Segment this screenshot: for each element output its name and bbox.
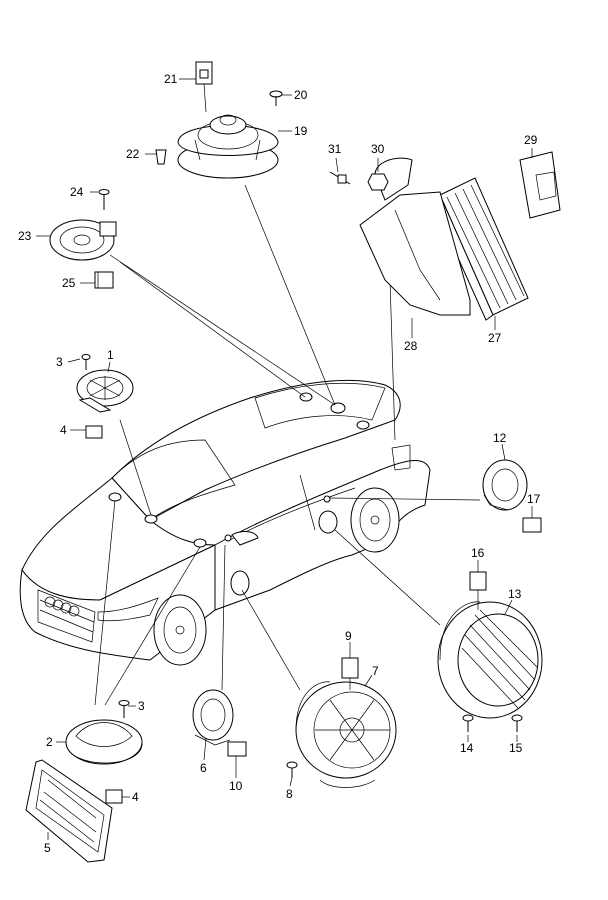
callout-2: 2 <box>46 735 53 749</box>
callout-21: 21 <box>164 72 178 86</box>
callout-3a: 3 <box>56 355 63 369</box>
screw-15 <box>511 714 523 732</box>
callout-9: 9 <box>345 629 352 643</box>
connector-25 <box>94 271 114 289</box>
callout-13: 13 <box>508 587 522 601</box>
callout-30: 30 <box>371 142 385 156</box>
audi-logo <box>44 596 80 617</box>
connector-10 <box>227 741 247 757</box>
subwoofer-13 <box>437 601 543 719</box>
callout-6: 6 <box>200 761 207 775</box>
callout-4a: 4 <box>60 423 67 437</box>
speaker-23 <box>49 219 117 261</box>
connector-4b <box>105 789 123 804</box>
speaker-2 <box>65 719 143 765</box>
screw-24 <box>98 189 110 210</box>
connector-29 <box>519 151 561 219</box>
speaker-1 <box>76 369 134 413</box>
tweeter-12 <box>482 459 528 511</box>
callout-29: 29 <box>524 133 538 147</box>
tweeter-6 <box>192 689 234 746</box>
grille-5 <box>25 759 113 863</box>
callout-14: 14 <box>460 741 474 755</box>
nut-30 <box>367 173 389 191</box>
woofer-7 <box>295 681 397 788</box>
callout-10: 10 <box>229 779 243 793</box>
callout-4b: 4 <box>132 790 139 804</box>
callout-20: 20 <box>294 88 308 102</box>
callout-15: 15 <box>509 741 523 755</box>
rear-shelf-speaker <box>177 114 279 179</box>
screw-14 <box>462 714 474 732</box>
callout-27: 27 <box>488 331 502 345</box>
callout-24: 24 <box>70 185 84 199</box>
connector-21 <box>195 61 213 113</box>
connector-4a <box>85 425 103 439</box>
screw-3a <box>81 354 91 370</box>
callout-23: 23 <box>18 229 32 243</box>
connector-17 <box>522 517 542 533</box>
callout-19: 19 <box>294 124 308 138</box>
clip-22 <box>155 149 167 165</box>
screw-20 <box>269 90 283 106</box>
callout-12: 12 <box>493 431 507 445</box>
callout-1: 1 <box>107 348 114 362</box>
callout-3b: 3 <box>138 699 145 713</box>
callout-labels: 21 20 19 22 24 23 25 1 3 4 2 3 4 5 6 10 … <box>18 72 541 855</box>
callout-leaders <box>36 78 533 840</box>
callout-25: 25 <box>62 276 76 290</box>
screw-8 <box>286 761 298 778</box>
callout-17: 17 <box>527 492 541 506</box>
car-body <box>19 379 431 666</box>
bolt-31 <box>329 171 351 185</box>
callout-8: 8 <box>286 787 293 801</box>
leader-lines <box>94 184 481 706</box>
callout-22: 22 <box>126 147 140 161</box>
callout-7: 7 <box>372 664 379 678</box>
callout-31: 31 <box>328 142 342 156</box>
callout-16: 16 <box>471 546 485 560</box>
callout-28: 28 <box>404 339 418 353</box>
callout-5: 5 <box>44 841 51 855</box>
screw-3b <box>118 700 130 718</box>
